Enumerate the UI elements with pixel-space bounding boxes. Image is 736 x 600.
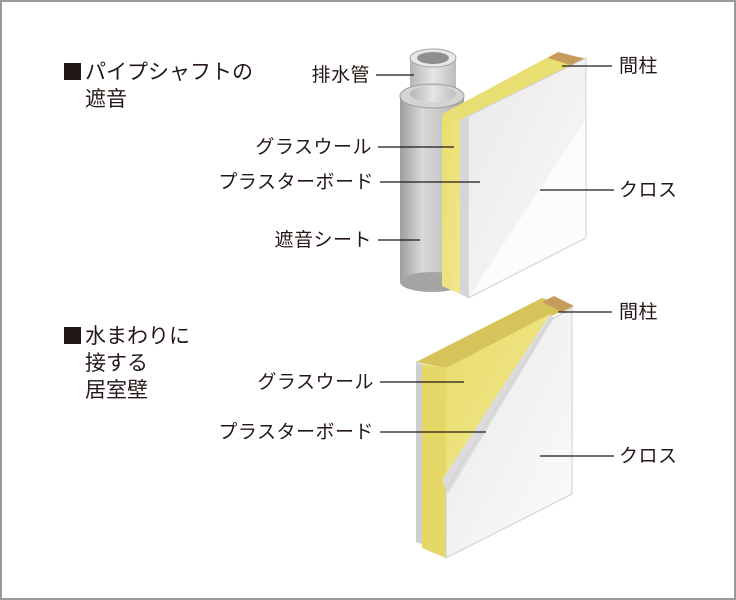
wall-2-illustration	[416, 296, 574, 559]
section-2-title-line-1: 水まわりに	[85, 324, 190, 348]
square-bullet-icon	[64, 63, 81, 80]
section-1-title-line-1: パイプシャフトの	[85, 60, 253, 84]
label-plaster-board: プラスターボード	[218, 171, 374, 193]
section-2-title-line-3: 居室壁	[85, 378, 148, 402]
section-2-title-line-2: 接する	[85, 351, 148, 375]
label-glass-wool: グラスウール	[255, 136, 372, 158]
section-1-title: パイプシャフトの 遮音	[64, 59, 253, 113]
section-1-title-line-2: 遮音	[85, 87, 127, 111]
wall-1-illustration	[442, 52, 587, 299]
label-cloth: クロス	[619, 179, 678, 201]
label-stud: 間柱	[619, 301, 659, 323]
label-sound-sheet: 遮音シート	[274, 229, 372, 251]
label-drain-pipe: 排水管	[311, 64, 370, 86]
label-plaster-board: プラスターボード	[218, 421, 374, 443]
label-stud: 間柱	[619, 55, 659, 77]
square-bullet-icon	[64, 327, 81, 344]
leader-lines	[376, 65, 614, 457]
label-cloth: クロス	[619, 445, 678, 467]
section-2-title: 水まわりに 接する 居室壁	[64, 323, 190, 404]
label-glass-wool: グラスウール	[257, 371, 374, 393]
